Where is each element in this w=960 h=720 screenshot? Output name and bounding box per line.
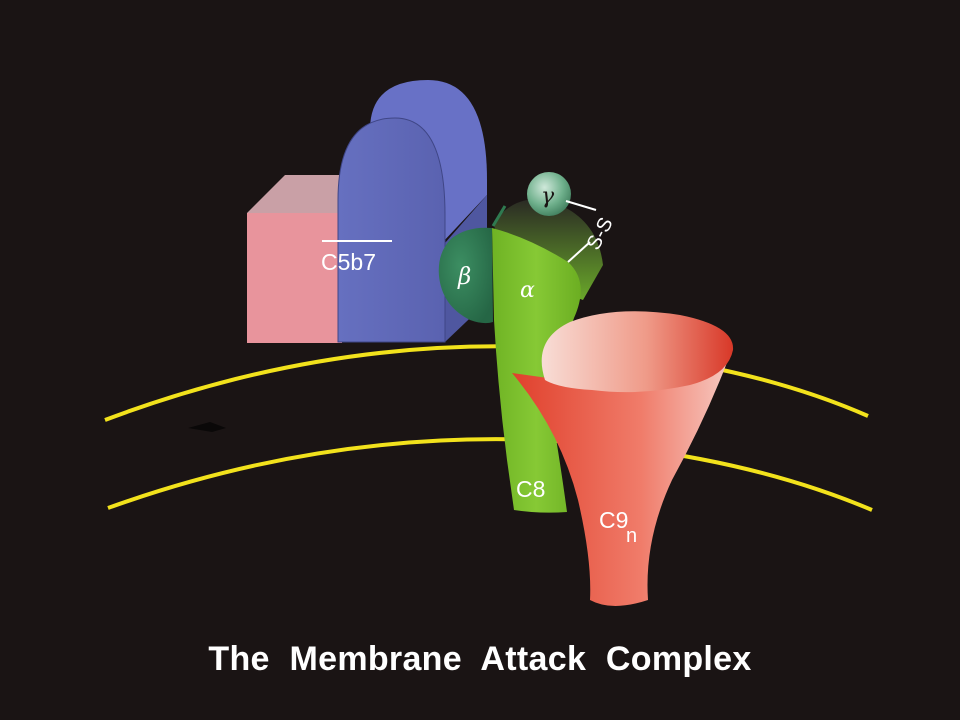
c5-pink-front — [247, 213, 342, 343]
membrane-outer-line — [104, 344, 869, 422]
c5b7-blue-front — [337, 117, 446, 343]
gamma-circle — [527, 172, 571, 216]
c9-label: C9 — [599, 507, 628, 533]
disulfide-bond-line-lower — [567, 241, 591, 263]
c9-funnel-rim — [541, 311, 734, 393]
membrane-smudge — [188, 422, 226, 432]
beta-stalk — [491, 205, 507, 227]
beta-circle — [438, 227, 493, 324]
c9-funnel: C9 n — [512, 311, 734, 606]
c8-label: C8 — [516, 476, 545, 502]
c8-green-body — [492, 228, 581, 513]
c9-funnel-body — [512, 360, 728, 606]
c5b7-label: C5b7 — [321, 249, 376, 275]
disulfide-bond-line-upper — [565, 200, 597, 211]
beta-label: β — [457, 264, 471, 290]
beta-subunit: β — [438, 227, 493, 324]
alpha-label: α — [520, 278, 535, 303]
c8-complex: α C8 — [491, 199, 603, 513]
gamma-label: γ — [541, 184, 555, 209]
diagram-title: The Membrane Attack Complex — [208, 640, 752, 678]
c5-pink-block — [247, 175, 380, 343]
membrane-inner-line — [107, 437, 873, 512]
c9-subscript-label: n — [626, 525, 637, 547]
